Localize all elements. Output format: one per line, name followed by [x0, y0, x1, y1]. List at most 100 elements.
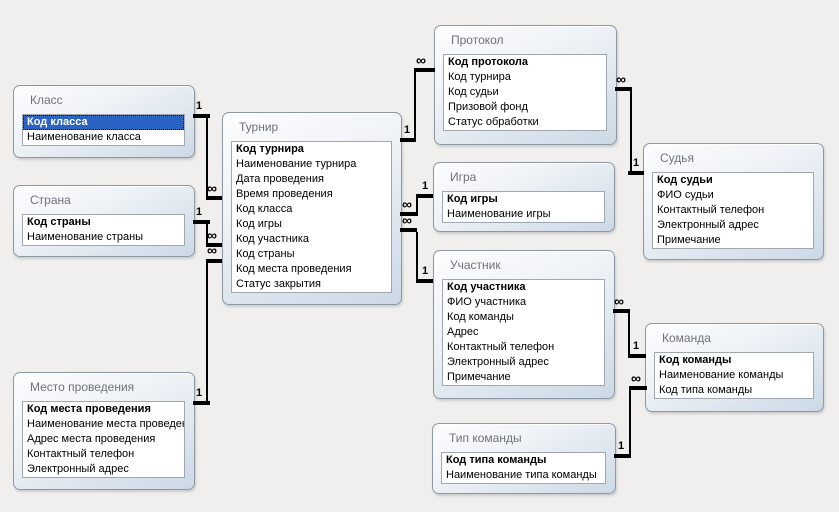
- cardinality-many-label: ∞: [402, 196, 412, 212]
- cardinality-one-label: 1: [404, 124, 411, 136]
- relationship-segment[interactable]: [193, 220, 210, 224]
- field-row[interactable]: Код протокола: [448, 56, 529, 68]
- relationship-segment[interactable]: [206, 243, 222, 247]
- field-row[interactable]: Код судьи: [657, 174, 713, 186]
- field-row[interactable]: Код страны: [236, 248, 295, 260]
- field-row[interactable]: Код судьи: [448, 86, 499, 98]
- field-row[interactable]: Статус обработки: [448, 116, 539, 128]
- field-row[interactable]: Код турнира: [236, 143, 304, 155]
- field-row[interactable]: Наименование страны: [27, 231, 144, 243]
- relationship-segment[interactable]: [206, 259, 208, 405]
- field-row[interactable]: Электронный адрес: [657, 219, 759, 231]
- field-row[interactable]: Код типа команды: [446, 454, 547, 466]
- field-row[interactable]: ФИО судьи: [657, 189, 714, 201]
- field-row[interactable]: Наименование места проведения: [27, 418, 184, 430]
- relationship-segment[interactable]: [414, 70, 416, 142]
- relationship-segment[interactable]: [630, 87, 632, 175]
- field-row[interactable]: Призовой фонд: [448, 101, 528, 113]
- cardinality-many-label: ∞: [207, 227, 217, 243]
- relationship-segment[interactable]: [206, 220, 208, 247]
- field-row[interactable]: Код класса: [236, 203, 293, 215]
- relationship-segment[interactable]: [400, 212, 417, 216]
- field-row[interactable]: Адрес: [447, 326, 479, 338]
- relationship-segment[interactable]: [417, 194, 433, 198]
- field-row[interactable]: Код команды: [659, 354, 732, 366]
- field-row[interactable]: Электронный адрес: [447, 356, 549, 368]
- relationship-segment[interactable]: [400, 228, 417, 232]
- cardinality-one-label: 1: [633, 340, 640, 352]
- field-row[interactable]: Адрес места проведения: [27, 433, 156, 445]
- field-row[interactable]: Код страны: [27, 216, 91, 228]
- field-row[interactable]: Примечание: [657, 234, 721, 246]
- field-row[interactable]: Код команды: [447, 311, 514, 323]
- relationship-segment[interactable]: [628, 309, 630, 358]
- field-row[interactable]: Контактный телефон: [27, 448, 135, 460]
- relationship-segment[interactable]: [629, 390, 631, 458]
- relationship-segment[interactable]: [193, 114, 210, 118]
- field-row[interactable]: Наименование турнира: [236, 158, 357, 170]
- cardinality-one-label: 1: [618, 440, 625, 452]
- field-row[interactable]: Примечание: [447, 371, 511, 383]
- relationship-segment[interactable]: [193, 401, 210, 405]
- field-row[interactable]: Наименование команды: [659, 369, 784, 381]
- relationship-segment[interactable]: [628, 171, 644, 175]
- relationship-segment[interactable]: [206, 259, 222, 263]
- relationship-segment[interactable]: [206, 196, 222, 200]
- field-row[interactable]: Наименование типа команды: [446, 469, 597, 481]
- relationship-segment[interactable]: [614, 454, 631, 458]
- cardinality-one-label: 1: [196, 100, 203, 112]
- field-row[interactable]: Код места проведения: [27, 403, 151, 415]
- field-row[interactable]: Код типа команды: [659, 384, 753, 396]
- field-row[interactable]: Код участника: [236, 233, 310, 245]
- relationship-segment[interactable]: [628, 354, 646, 358]
- table-title: Судья: [660, 151, 695, 165]
- relationship-segment[interactable]: [629, 386, 647, 390]
- field-row[interactable]: Время проведения: [236, 188, 333, 200]
- table-title: Тип команды: [449, 431, 522, 445]
- field-row[interactable]: Контактный телефон: [447, 341, 555, 353]
- relationship-segment[interactable]: [615, 87, 632, 91]
- relationship-segment[interactable]: [416, 194, 418, 216]
- field-row[interactable]: Код турнира: [448, 71, 511, 83]
- field-row[interactable]: ФИО участника: [447, 296, 527, 308]
- field-row[interactable]: Код участника: [447, 281, 526, 293]
- field-row[interactable]: Код игры: [236, 218, 282, 230]
- table-title: Протокол: [451, 33, 504, 47]
- field-row[interactable]: Контактный телефон: [657, 204, 765, 216]
- relationship-segment[interactable]: [417, 279, 433, 283]
- relationship-segment[interactable]: [400, 138, 416, 142]
- table-title: Место проведения: [30, 380, 135, 394]
- table-title: Турнир: [239, 120, 279, 134]
- cardinality-many-label: ∞: [616, 71, 626, 87]
- relationship-segment[interactable]: [416, 232, 418, 283]
- relationship-segment[interactable]: [613, 309, 630, 313]
- relationship-segment[interactable]: [414, 68, 435, 72]
- field-row[interactable]: Наименование класса: [27, 131, 141, 143]
- cardinality-many-label: ∞: [631, 370, 641, 386]
- field-row[interactable]: Электронный адрес: [27, 463, 129, 475]
- field-row[interactable]: Статус закрытия: [236, 278, 321, 290]
- field-row[interactable]: Дата проведения: [236, 173, 324, 185]
- field-row[interactable]: Наименование игры: [447, 208, 551, 220]
- field-row[interactable]: Код игры: [447, 193, 498, 205]
- relationship-segment[interactable]: [206, 114, 208, 200]
- table-title: Класс: [30, 93, 63, 107]
- field-row[interactable]: Код места проведения: [236, 263, 352, 275]
- field-row[interactable]: Код класса: [23, 115, 184, 130]
